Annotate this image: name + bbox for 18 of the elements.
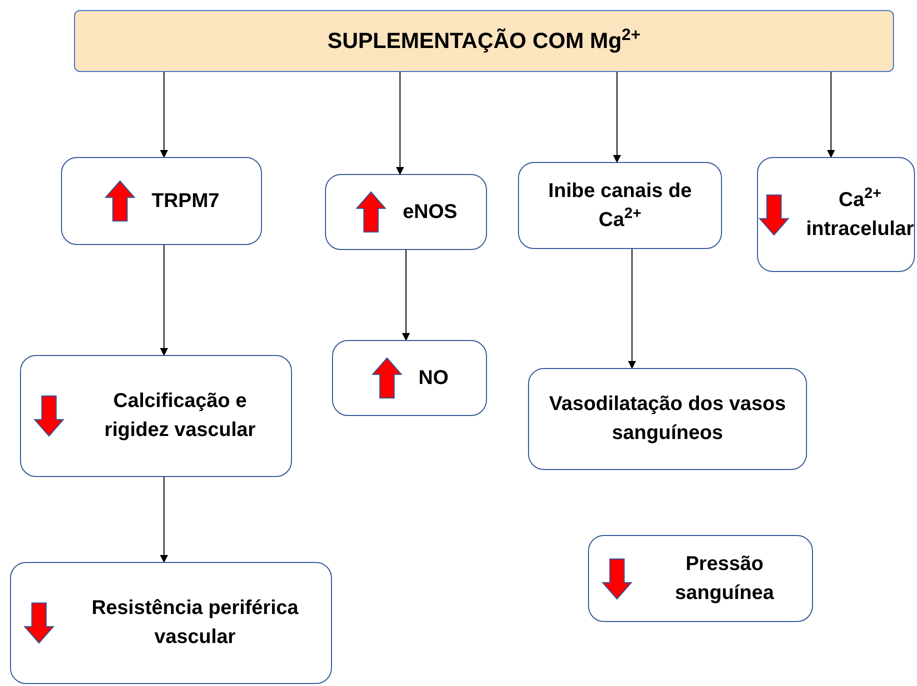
process-box: Vasodilatação dos vasos sanguíneos <box>528 368 807 470</box>
process-box: Resistência periférica vascular <box>10 562 332 684</box>
title-box: SUPLEMENTAÇÃO COM Mg$^{2+}$ <box>74 10 894 72</box>
process-box: NO <box>332 340 487 416</box>
arrow <box>628 248 636 369</box>
process-box: Calcificação e rigidez vascular <box>20 355 292 477</box>
process-box: TRPM7 <box>61 157 262 245</box>
arrow <box>160 476 168 563</box>
process-box: eNOS <box>325 174 487 250</box>
arrow <box>160 72 168 158</box>
process-box: Pressão sanguínea <box>588 535 813 622</box>
process-box: Ca$^{2+}$ intracelular <box>757 157 915 272</box>
arrow <box>396 72 404 175</box>
arrow <box>827 72 835 158</box>
process-box: Inibe canais de Ca$^{2+}$ <box>518 162 722 249</box>
arrow <box>613 72 621 163</box>
arrow <box>160 244 168 356</box>
arrow <box>402 250 410 341</box>
